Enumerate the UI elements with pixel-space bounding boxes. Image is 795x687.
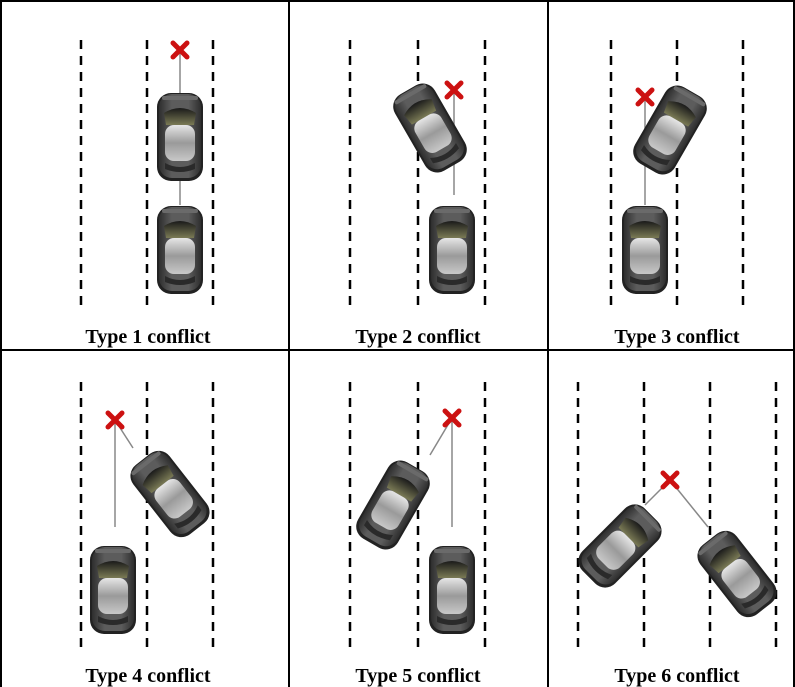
vehicles [90, 78, 783, 634]
car-icon [429, 546, 475, 634]
caption-type-5: Type 5 conflict [355, 665, 481, 687]
car-icon [691, 525, 783, 623]
caption-type-2: Type 2 conflict [355, 326, 481, 348]
car-icon [124, 445, 216, 543]
caption-type-3: Type 3 conflict [614, 326, 740, 348]
caption-type-4: Type 4 conflict [85, 665, 211, 687]
x-mark-icon [444, 80, 464, 100]
lane-lines [79, 40, 778, 650]
car-icon [572, 498, 668, 594]
caption-type-1: Type 1 conflict [85, 326, 211, 348]
x-mark-icon [635, 87, 655, 107]
x-mark-icon [442, 408, 462, 428]
car-icon [157, 206, 203, 294]
x-mark-icon [170, 40, 190, 60]
car-icon [157, 93, 203, 181]
car-icon [429, 206, 475, 294]
car-icon [90, 546, 136, 634]
x-mark-icon [660, 470, 680, 490]
car-icon [351, 455, 435, 555]
car-icon [622, 206, 668, 294]
conflict-markers [105, 40, 680, 490]
caption-type-6: Type 6 conflict [614, 665, 740, 687]
x-mark-icon [105, 410, 125, 430]
